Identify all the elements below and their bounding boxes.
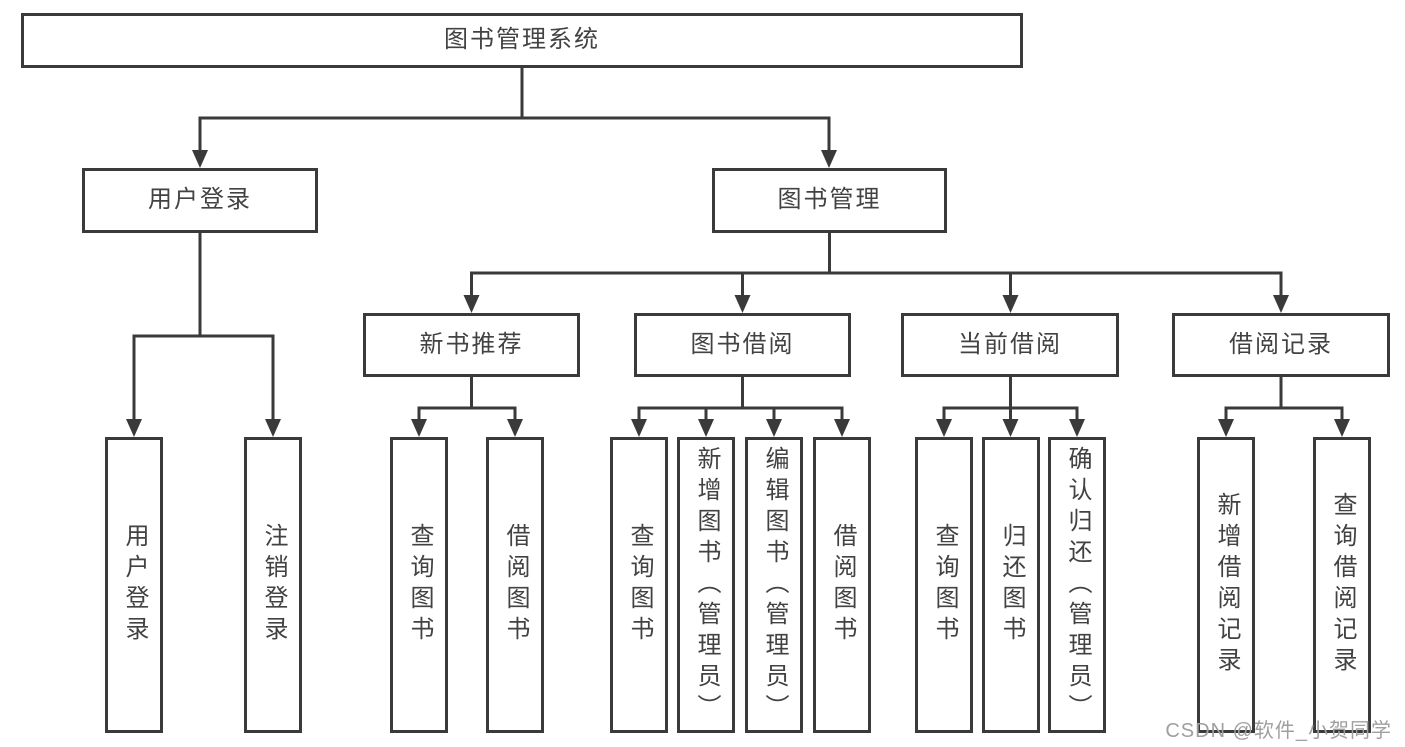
node-user-login-label: 用户登录 — [148, 186, 252, 214]
leaf-query-books-recommend-label: 查询图书 — [406, 523, 433, 647]
node-user-login: 用户登录 — [82, 168, 318, 233]
leaf-logout: 注销登录 — [244, 437, 302, 733]
node-current-borrow: 当前借阅 — [901, 313, 1119, 377]
leaf-add-borrow-record-label: 新增借阅记录 — [1213, 492, 1240, 678]
edges-current-borrow-branch — [936, 377, 1085, 437]
leaf-logout-label: 注销登录 — [260, 523, 287, 647]
node-book-borrow-label: 图书借阅 — [690, 330, 795, 358]
leaf-borrow-books: 借阅图书 — [813, 437, 871, 733]
node-borrow-records-label: 借阅记录 — [1229, 330, 1333, 358]
leaf-query-borrow-record-label: 查询借阅记录 — [1329, 492, 1356, 678]
node-current-borrow-label: 当前借阅 — [958, 330, 1062, 358]
leaf-query-books-borrow: 查询图书 — [610, 437, 668, 733]
edges-book-management-branch — [463, 233, 1289, 313]
leaf-edit-books-admin-label: 编辑图书（管理员） — [761, 445, 788, 725]
node-book-management: 图书管理 — [712, 168, 947, 233]
leaf-return-books: 归还图书 — [982, 437, 1040, 733]
leaf-add-books-admin-label: 新增图书（管理员） — [693, 445, 720, 725]
leaf-query-books-current: 查询图书 — [915, 437, 973, 733]
edges-user-login-branch — [126, 233, 281, 437]
edges-root-to-level2 — [192, 68, 837, 168]
leaf-borrow-books-label: 借阅图书 — [829, 523, 856, 647]
leaf-query-books-borrow-label: 查询图书 — [626, 523, 653, 647]
leaf-query-books-recommend: 查询图书 — [390, 437, 448, 733]
leaf-borrow-books-recommend-label: 借阅图书 — [502, 523, 529, 647]
leaf-confirm-return-admin: 确认归还（管理员） — [1048, 437, 1106, 733]
leaf-borrow-books-recommend: 借阅图书 — [486, 437, 544, 733]
leaf-add-borrow-record: 新增借阅记录 — [1197, 437, 1255, 733]
node-book-management-label: 图书管理 — [777, 186, 882, 214]
leaf-query-books-current-label: 查询图书 — [931, 523, 958, 647]
leaf-confirm-return-admin-label: 确认归还（管理员） — [1064, 445, 1091, 725]
node-library-system: 图书管理系统 — [21, 13, 1023, 68]
node-book-borrow: 图书借阅 — [634, 313, 851, 377]
leaf-add-books-admin: 新增图书（管理员） — [677, 437, 735, 733]
edges-new-book-recommend-branch — [411, 377, 523, 437]
node-borrow-records: 借阅记录 — [1172, 313, 1390, 377]
csdn-watermark: CSDN @软件_小贺同学 — [1165, 720, 1392, 742]
leaf-return-books-label: 归还图书 — [998, 523, 1025, 647]
leaf-user-login: 用户登录 — [105, 437, 163, 733]
node-new-book-recommend-label: 新书推荐 — [419, 330, 524, 358]
node-new-book-recommend: 新书推荐 — [363, 313, 580, 377]
leaf-query-borrow-record: 查询借阅记录 — [1313, 437, 1371, 733]
leaf-edit-books-admin: 编辑图书（管理员） — [745, 437, 803, 733]
node-library-system-label: 图书管理系统 — [444, 26, 600, 54]
edges-borrow-records-branch — [1218, 377, 1350, 437]
edges-book-borrow-branch — [631, 377, 850, 437]
leaf-user-login-label: 用户登录 — [121, 523, 148, 647]
